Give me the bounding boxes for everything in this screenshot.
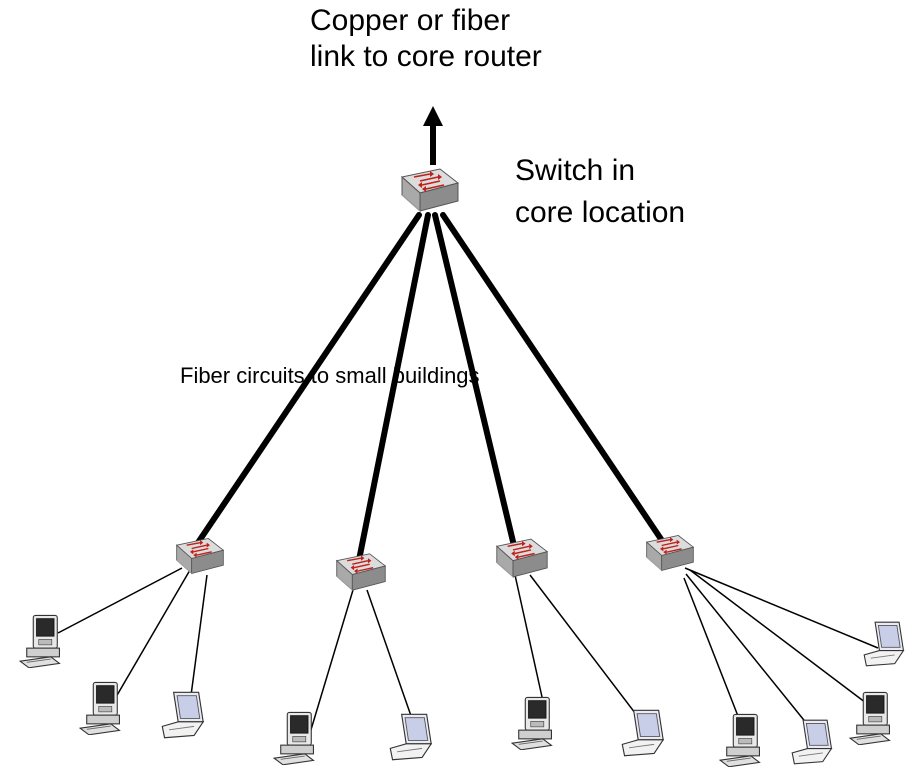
desktop-icon: [79, 681, 121, 735]
uplink-label: Copper or fiber link to core router: [310, 3, 542, 75]
access-link: [115, 569, 191, 698]
access-link: [683, 577, 746, 735]
access-link: [189, 574, 208, 704]
core-switch-label-line1: Switch in: [515, 154, 636, 187]
laptop-icon: [161, 691, 204, 739]
uplink-label-line1: Copper or fiber: [310, 4, 511, 37]
laptop-icon: [791, 719, 832, 765]
access-link: [685, 573, 821, 741]
building-switch-icon-3: [496, 538, 548, 578]
building-switch-icon-1: [175, 537, 225, 575]
desktop-icon: [511, 696, 553, 750]
laptop-icon: [389, 713, 432, 761]
core-switch-label: Switch in core location: [515, 150, 685, 234]
desktop-icon: [719, 713, 761, 767]
fiber-link-3: [432, 212, 518, 553]
access-link: [689, 569, 879, 713]
uplink-arrow: [423, 106, 443, 165]
access-link: [514, 574, 547, 716]
fiber-link-1: [190, 212, 422, 553]
access-link: [529, 574, 649, 731]
desktop-icon: [19, 614, 61, 668]
access-link: [366, 589, 418, 734]
laptop-icon: [621, 709, 664, 757]
desktop-icon: [849, 691, 891, 745]
fiber-circuits-label: Fiber circuits to small buildings: [180, 363, 480, 388]
building-switch-icon-4: [645, 534, 695, 572]
fiber-link-4: [440, 212, 668, 548]
core-switch-label-line2: core location: [515, 196, 686, 229]
access-link: [57, 567, 183, 634]
access-link: [309, 589, 354, 734]
fiber-circuits: [190, 212, 668, 568]
access-links: [57, 567, 879, 741]
uplink-label-line2: link to core router: [310, 40, 542, 73]
access-link: [684, 567, 879, 649]
building-switch-icon-2: [336, 553, 386, 591]
core-switch-icon: [401, 168, 459, 212]
fiber-link-2: [355, 212, 431, 568]
desktop-icon: [273, 711, 315, 765]
